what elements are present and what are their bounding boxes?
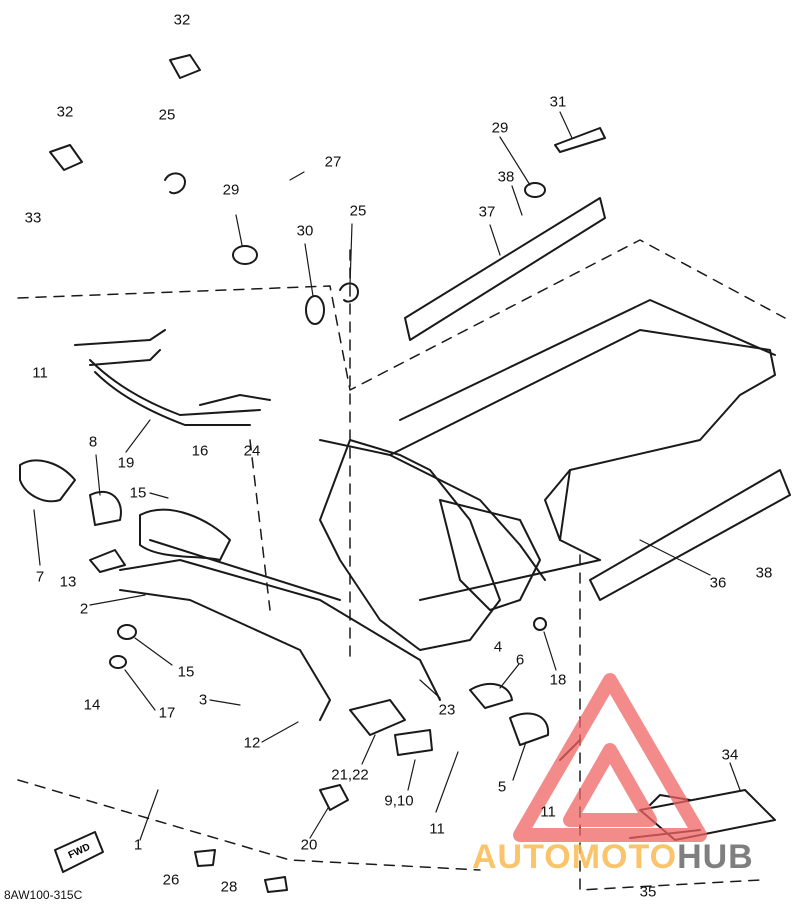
part-label: 11 bbox=[540, 803, 556, 821]
leader-lines bbox=[33, 111, 741, 841]
part-label: 19 bbox=[117, 454, 135, 472]
frame-plate bbox=[319, 299, 776, 651]
part-label: 35 bbox=[639, 883, 657, 901]
part-label: 34 bbox=[721, 746, 739, 764]
part-label: 37 bbox=[478, 203, 496, 221]
part-label: 16 bbox=[191, 442, 209, 460]
part-label: 14 bbox=[83, 696, 101, 714]
part-label: 13 bbox=[59, 573, 77, 591]
part-label: 32 bbox=[56, 103, 74, 121]
part-label: 5 bbox=[497, 778, 507, 796]
part-label: 28 bbox=[220, 878, 238, 896]
part-label: 11 bbox=[429, 820, 445, 838]
part-label: 8 bbox=[88, 433, 98, 451]
part-label: 6 bbox=[515, 651, 525, 669]
part-label: 31 bbox=[549, 93, 567, 111]
part-label: 25 bbox=[158, 106, 176, 124]
part-label: 25 bbox=[349, 202, 367, 220]
part-label: 18 bbox=[549, 671, 567, 689]
watermark-logo bbox=[513, 673, 707, 842]
part-label: 17 bbox=[158, 704, 176, 722]
part-label: 4 bbox=[493, 638, 503, 656]
part-label: 9,10 bbox=[384, 792, 414, 810]
part-label: 29 bbox=[222, 181, 240, 199]
part-label: 12 bbox=[243, 734, 261, 752]
part-label: 24 bbox=[243, 442, 261, 460]
watermark-text: AUTOMOTOHUB bbox=[472, 838, 754, 877]
part-label: 11 bbox=[32, 364, 48, 382]
part-label: 38 bbox=[755, 564, 773, 582]
part-label: 38 bbox=[497, 168, 515, 186]
part-label: 20 bbox=[300, 836, 318, 854]
part-label: 21,22 bbox=[331, 766, 369, 784]
part-label: 3 bbox=[198, 691, 208, 709]
small-parts bbox=[19, 54, 701, 893]
part-label: 1 bbox=[133, 836, 143, 854]
watermark-text-part1: AUTOMOTO bbox=[472, 838, 678, 876]
drawing-code: 8AW100-315C bbox=[4, 888, 83, 902]
part-label: 27 bbox=[324, 153, 342, 171]
part-label: 29 bbox=[491, 119, 509, 137]
part-label: 33 bbox=[24, 209, 42, 227]
side-rail bbox=[119, 508, 441, 721]
part-label: 32 bbox=[173, 11, 191, 29]
part-label: 23 bbox=[438, 701, 456, 719]
part-label: 15 bbox=[129, 484, 147, 502]
dashed-guides bbox=[17, 239, 786, 891]
part-label: 15 bbox=[177, 663, 195, 681]
cover-plate bbox=[404, 197, 606, 341]
part-label: 7 bbox=[35, 568, 45, 586]
part-label: 36 bbox=[709, 574, 727, 592]
watermark-text-part2: HUB bbox=[677, 838, 754, 876]
part-label: 26 bbox=[162, 871, 180, 889]
part-label: 30 bbox=[296, 222, 314, 240]
bottom-plate bbox=[589, 469, 791, 601]
part-label: 2 bbox=[79, 600, 89, 618]
handle-bar bbox=[74, 329, 271, 426]
